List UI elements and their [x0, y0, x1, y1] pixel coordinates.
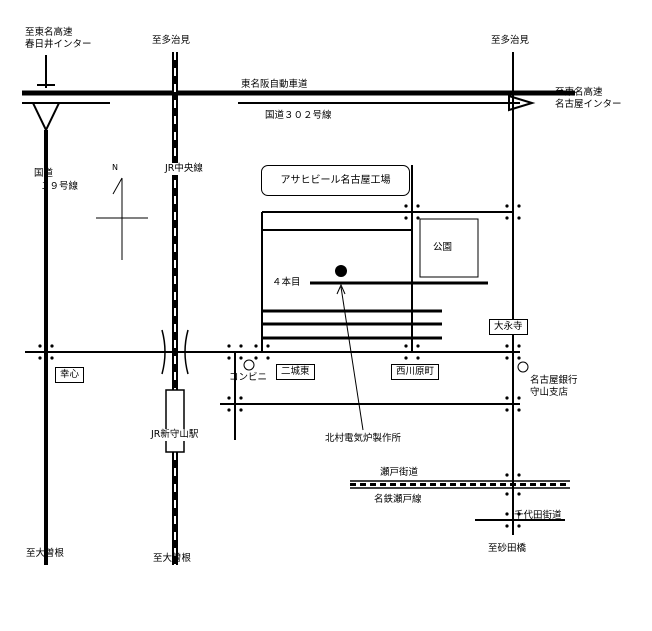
chiyoda-kaido-label: 千代田街道	[514, 510, 562, 521]
kasugai-ic-label-2: 春日井インター	[25, 39, 92, 50]
bank-label-2: 守山支店	[530, 387, 569, 398]
tomei-expressway	[22, 90, 575, 104]
jr-station-label: JR新守山駅	[151, 429, 199, 441]
traffic-signals	[38, 204, 521, 528]
route302-label: 国道３０２号線	[265, 110, 332, 121]
meitetsu-seto-railway	[350, 480, 570, 489]
to-tajimi-left-label: 至多治見	[152, 35, 191, 46]
bank-icon	[517, 361, 529, 373]
seto-kaido-label: 瀬戸街道	[380, 467, 419, 478]
leader-line	[336, 283, 364, 431]
bank-label-1: 名古屋銀行	[530, 375, 578, 386]
nishikawahara-label: 西川原町	[391, 364, 440, 380]
daieiji-label: 大永寺	[489, 319, 528, 335]
nagoya-ic-label-1: 至東名高速	[555, 87, 603, 98]
koushin-label: 幸心	[55, 367, 85, 383]
nagoya-ic-label-2: 名古屋インター	[555, 99, 622, 110]
to-oosone-mid-label: 至大曽根	[153, 553, 192, 564]
conveni-label: コンビニ	[229, 372, 268, 383]
park-area	[419, 218, 479, 278]
north-label: N	[112, 163, 118, 172]
north-arrow-icon	[96, 177, 148, 260]
to-sunada-label: 至砂田橋	[488, 543, 527, 554]
tomei-expressway-label: 東名阪自動車道	[241, 79, 308, 90]
to-oosone-left-label: 至大曽根	[26, 548, 65, 559]
route19-label-1: 国道	[34, 168, 54, 179]
park-label: 公園	[433, 242, 453, 253]
fourth-street-label: ４本目	[272, 277, 301, 288]
factory-location-marker	[335, 265, 347, 277]
jr-chuo-label: JR中央線	[165, 163, 203, 175]
asahi-factory-label: アサヒビール名古屋工場	[261, 165, 410, 196]
kasugai-interchange	[31, 55, 61, 133]
meitetsu-label: 名鉄瀬戸線	[374, 494, 422, 505]
convenience-store-icon	[243, 359, 255, 371]
to-tajimi-right-label: 至多治見	[491, 35, 530, 46]
route19-label-2: １９号線	[40, 181, 79, 192]
kasugai-ic-label-1: 至東名高速	[25, 27, 73, 38]
kitamura-label: 北村電気炉製作所	[325, 433, 402, 444]
factory-area-roads	[261, 165, 512, 352]
jr-shinmoriyama-station	[165, 389, 185, 453]
nagoya-interchange	[508, 94, 536, 112]
nijohigashi-label: 二城東	[276, 364, 315, 380]
